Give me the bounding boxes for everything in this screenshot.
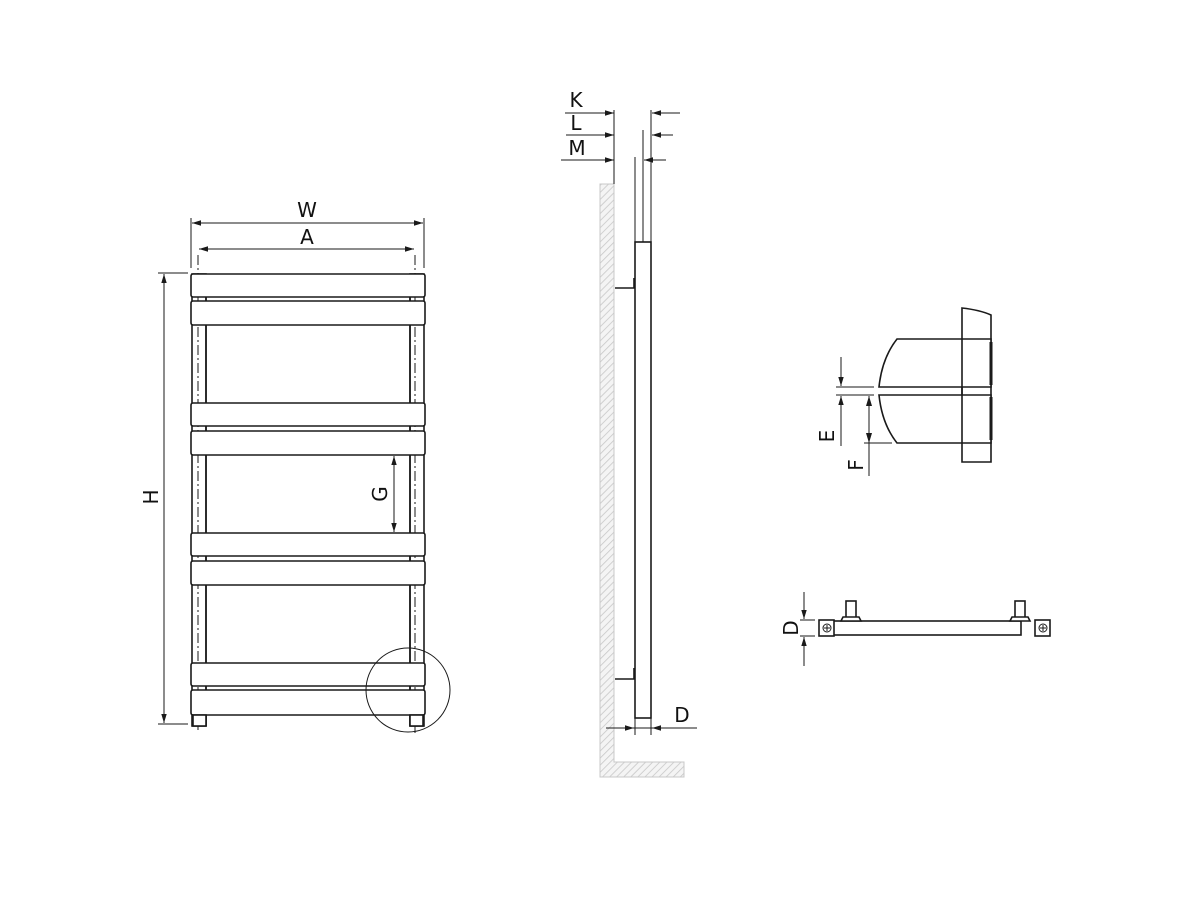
top-view: D	[779, 592, 1051, 666]
detail-circle	[365, 647, 451, 733]
label-m: M	[568, 136, 585, 160]
dimension-f: F	[844, 396, 892, 476]
bar-group-1	[190, 273, 426, 326]
bar-group-3	[190, 532, 426, 586]
label-e: E	[815, 430, 839, 443]
dimension-m: M	[561, 136, 666, 163]
detail-view: E F	[815, 307, 993, 476]
bar-group-4	[190, 662, 426, 716]
dimension-e: E	[815, 357, 874, 446]
label-f: F	[844, 459, 868, 471]
label-g: G	[368, 486, 392, 502]
label-w: W	[297, 198, 317, 222]
dimension-g: G	[368, 456, 397, 532]
label-d-side: D	[674, 703, 689, 727]
label-d-top: D	[779, 620, 803, 635]
dimension-d-side: D	[606, 703, 697, 735]
front-view: W A H G	[139, 198, 451, 735]
dimension-k: K	[565, 88, 680, 116]
dimension-d-top: D	[779, 592, 815, 666]
dimension-h: H	[139, 272, 188, 725]
label-h: H	[139, 489, 163, 504]
label-k: K	[569, 88, 583, 112]
dimension-a: A	[199, 225, 414, 252]
bar-group-2	[190, 402, 426, 456]
dimension-l: L	[566, 111, 673, 138]
label-a: A	[300, 225, 314, 249]
dimension-w: W	[190, 198, 425, 268]
label-l: L	[570, 111, 582, 135]
side-view: K L M D	[561, 88, 697, 778]
